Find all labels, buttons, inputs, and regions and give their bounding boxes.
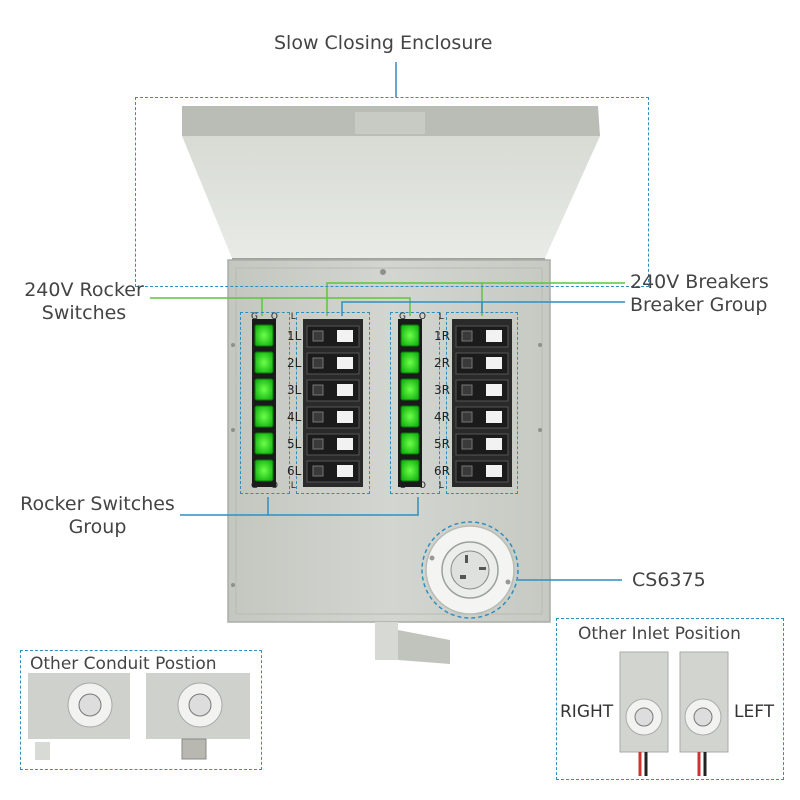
row-label-right-1: 1R <box>434 329 450 343</box>
label-rocker-switches-text: 240V Rocker Switches <box>24 279 144 324</box>
label-rocker-group-text: Rocker Switches Group <box>20 493 175 538</box>
row-label-left-6: 6L <box>287 464 302 478</box>
gol-top-right: G O L <box>399 312 449 322</box>
breaker-panel-right <box>452 319 512 487</box>
rocker-switch[interactable] <box>400 405 420 428</box>
row-label-right-3: 3R <box>434 383 450 397</box>
breaker-handle[interactable] <box>461 357 473 369</box>
label-breaker-group: Breaker Group <box>630 294 768 316</box>
breaker-handle[interactable] <box>461 465 473 477</box>
rocker-switch[interactable] <box>254 459 274 482</box>
breaker-rating-label <box>486 357 502 369</box>
breaker-rating-label <box>337 411 353 423</box>
label-other-conduit: Other Conduit Postion <box>30 654 217 674</box>
row-label-right-2: 2R <box>434 356 450 370</box>
gol-bottom-right: G O L <box>399 481 449 491</box>
breaker-handle[interactable] <box>461 411 473 423</box>
label-breakers: 240V Breakers <box>630 271 769 293</box>
breaker-handle[interactable] <box>461 438 473 450</box>
breaker-handle[interactable] <box>312 384 324 396</box>
breaker-handle[interactable] <box>312 438 324 450</box>
rocker-panel-left <box>252 319 276 487</box>
gol-bottom-left: G O L <box>251 481 301 491</box>
callout-lines <box>150 62 625 581</box>
breaker-rating-label <box>486 330 502 342</box>
row-label-left-2: 2L <box>287 356 302 370</box>
breaker-group-box-left <box>296 312 370 494</box>
conduit-thumbnail-2 <box>146 673 250 760</box>
inlet-callout-box <box>556 618 784 780</box>
row-label-right-6: 6R <box>434 464 450 478</box>
rocker-switch[interactable] <box>254 378 274 401</box>
rocker-group-box-left <box>240 312 290 494</box>
label-left: LEFT <box>734 702 775 722</box>
label-inlet-model: CS6375 <box>632 569 706 591</box>
row-label-left-4: 4L <box>287 410 302 424</box>
label-right: RIGHT <box>560 702 614 722</box>
rocker-switch[interactable] <box>400 432 420 455</box>
breaker-rating-label <box>337 384 353 396</box>
breaker-rating-label <box>337 465 353 477</box>
breaker-rating-label <box>486 465 502 477</box>
breaker-handle[interactable] <box>312 330 324 342</box>
breaker-panel-left <box>303 319 363 487</box>
label-rocker-group: Rocker Switches Group <box>15 493 180 539</box>
breaker-rating-label <box>486 411 502 423</box>
label-rocker-switches: 240V Rocker Switches <box>22 279 146 325</box>
breaker-rating-label <box>337 357 353 369</box>
inlet-thumbnail-left <box>679 651 729 776</box>
conduit-callout-box <box>20 650 262 770</box>
rocker-group-box-right <box>390 312 440 494</box>
rocker-switch[interactable] <box>254 405 274 428</box>
breaker-handle[interactable] <box>312 465 324 477</box>
breaker-rating-label <box>486 384 502 396</box>
cs6375-inlet[interactable] <box>421 521 519 619</box>
breaker-handle[interactable] <box>312 357 324 369</box>
rocker-switch[interactable] <box>254 351 274 374</box>
rocker-switch[interactable] <box>400 351 420 374</box>
conduit-thumbnail-1 <box>28 673 130 760</box>
rocker-switch[interactable] <box>254 324 274 347</box>
row-label-left-5: 5L <box>287 437 302 451</box>
rocker-panel-right <box>398 319 422 487</box>
breaker-handle[interactable] <box>461 384 473 396</box>
gol-top-left: G O L <box>251 312 301 322</box>
breaker-rating-label <box>337 438 353 450</box>
breaker-handle[interactable] <box>461 330 473 342</box>
breaker-rating-label <box>486 438 502 450</box>
row-label-right-5: 5R <box>434 437 450 451</box>
row-label-left-3: 3L <box>287 383 302 397</box>
rocker-switch[interactable] <box>400 324 420 347</box>
label-enclosure: Slow Closing Enclosure <box>274 32 493 54</box>
breaker-group-box-right <box>446 312 518 494</box>
enclosure-callout-box <box>135 97 649 287</box>
row-label-left-1: 1L <box>287 329 302 343</box>
label-other-inlet: Other Inlet Position <box>578 624 741 644</box>
breaker-handle[interactable] <box>312 411 324 423</box>
rocker-switch[interactable] <box>400 378 420 401</box>
row-label-right-4: 4R <box>434 410 450 424</box>
breaker-rating-label <box>337 330 353 342</box>
rocker-switch[interactable] <box>400 459 420 482</box>
rocker-switch[interactable] <box>254 432 274 455</box>
inlet-thumbnail-right <box>619 651 669 776</box>
